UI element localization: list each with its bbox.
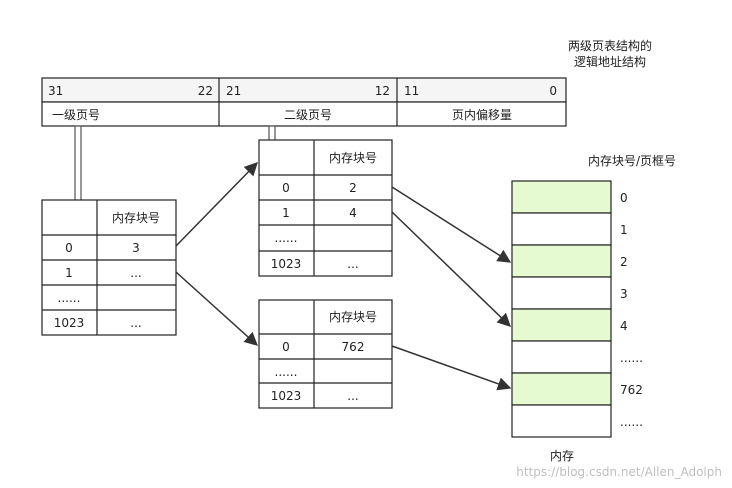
field3-name: 页内偏移量 bbox=[452, 107, 512, 122]
arrow-t1-row1-to-t2b bbox=[175, 271, 259, 346]
table2b-row2-index: 1023 bbox=[271, 389, 302, 403]
table2a-row0-index: 0 bbox=[282, 181, 290, 195]
diagram-title-line1: 两级页表结构的 bbox=[568, 38, 652, 53]
field2-low-bit: 12 bbox=[375, 84, 390, 98]
memory-block-label: 3 bbox=[620, 287, 628, 301]
field3-high-bit: 11 bbox=[404, 84, 419, 98]
memory-block-label: 2 bbox=[620, 255, 628, 269]
table2b-row0-index: 0 bbox=[282, 340, 290, 354]
table2b-row0-value: 762 bbox=[342, 340, 365, 354]
memory-header: 内存块号/页框号 bbox=[588, 154, 676, 168]
table2b-row2-value: ... bbox=[347, 389, 358, 403]
field3-low-bit: 0 bbox=[549, 84, 557, 98]
memory-block bbox=[511, 244, 612, 278]
table1-row0-index: 0 bbox=[65, 241, 73, 255]
memory-caption: 内存 bbox=[550, 449, 574, 463]
memory-block bbox=[511, 404, 612, 438]
diagram-title-line2: 逻辑地址结构 bbox=[574, 54, 646, 69]
memory-block bbox=[511, 212, 612, 246]
arrow-t2a-row0-to-mem2 bbox=[391, 186, 512, 263]
table2a-row1-index: 1 bbox=[282, 206, 290, 220]
memory-block-label: ...... bbox=[620, 351, 643, 365]
memory-block bbox=[511, 308, 612, 342]
first-level-page-table: 内存块号 0 3 1 ... ...... 1023 ... bbox=[41, 199, 177, 336]
table1-row3-value: ... bbox=[130, 316, 141, 330]
table2a-row3-index: 1023 bbox=[271, 257, 302, 271]
table1-header: 内存块号 bbox=[112, 211, 160, 225]
field2-high-bit: 21 bbox=[226, 84, 241, 98]
arrow-t2b-row0-to-mem762 bbox=[391, 345, 512, 391]
memory-block-label: 4 bbox=[620, 319, 628, 333]
table2a-row0-value: 2 bbox=[349, 181, 357, 195]
table1-row3-index: 1023 bbox=[54, 316, 85, 330]
table2b-row1-index: ...... bbox=[275, 365, 298, 379]
table2b-header: 内存块号 bbox=[329, 310, 377, 324]
arrow-t2a-row1-to-mem4 bbox=[391, 211, 511, 327]
field2-name: 二级页号 bbox=[284, 108, 332, 122]
table1-row1-index: 1 bbox=[65, 266, 73, 280]
memory-block bbox=[511, 340, 612, 374]
field1-low-bit: 22 bbox=[198, 84, 213, 98]
memory-block-label: 1 bbox=[620, 223, 628, 237]
memory-block-label: 0 bbox=[620, 191, 628, 205]
table2a-row2-index: ...... bbox=[275, 231, 298, 245]
second-level-page-table-a: 内存块号 0 2 1 4 ...... 1023 ... bbox=[258, 139, 393, 277]
memory-block bbox=[511, 180, 612, 214]
memory-block bbox=[511, 276, 612, 310]
table2a-row3-value: ... bbox=[347, 257, 358, 271]
memory-block-label: ...... bbox=[620, 415, 643, 429]
table2a-row1-value: 4 bbox=[349, 206, 357, 220]
table1-row1-value: ... bbox=[130, 266, 141, 280]
field1-name: 一级页号 bbox=[52, 108, 100, 122]
field1-high-bit: 31 bbox=[48, 84, 63, 98]
table2a-header: 内存块号 bbox=[329, 151, 377, 165]
memory-block bbox=[511, 372, 612, 406]
pointer-arrows bbox=[175, 162, 512, 391]
logical-address-structure: 31 22 一级页号 21 12 二级页号 11 0 页内偏移量 bbox=[41, 77, 567, 127]
arrow-t1-row0-to-t2a bbox=[175, 162, 258, 247]
memory-column: 0 1 2 3 4...... 762...... bbox=[511, 180, 643, 438]
watermark-text: https://blog.csdn.net/Allen_Adolph bbox=[516, 465, 722, 479]
table1-row0-value: 3 bbox=[132, 241, 140, 255]
memory-block-label: 762 bbox=[620, 383, 643, 397]
table1-row2-index: ...... bbox=[58, 291, 81, 305]
second-level-page-table-b: 内存块号 0 762 ...... 1023 ... bbox=[258, 299, 393, 409]
